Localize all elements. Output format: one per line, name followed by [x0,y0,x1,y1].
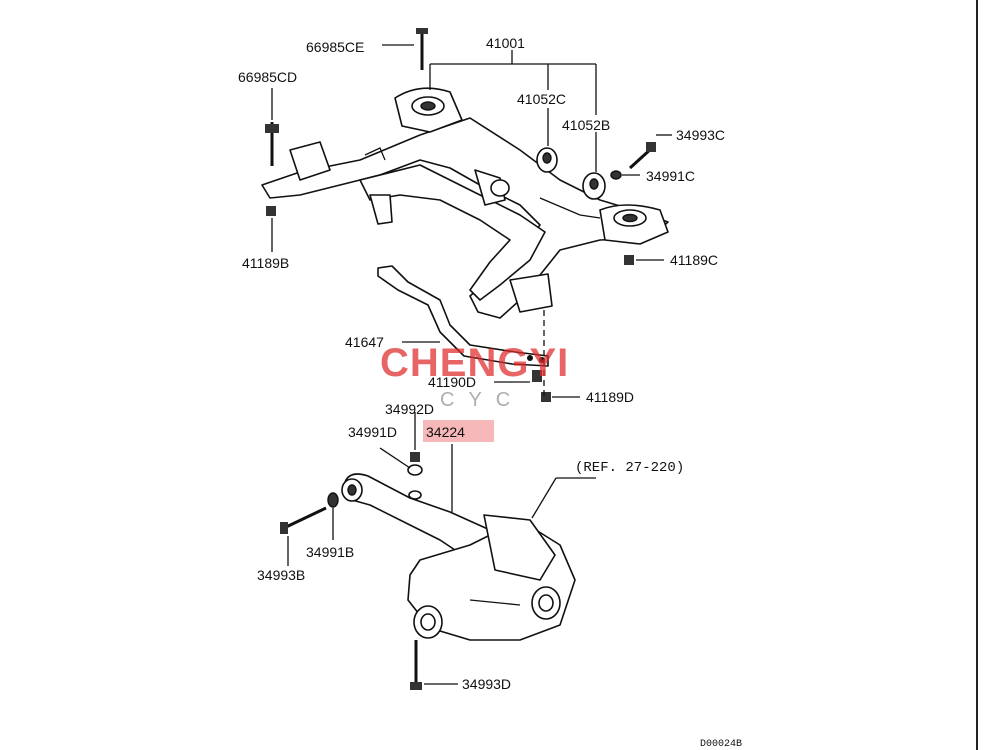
label-41189c: 41189C [670,252,718,268]
drawing-code: D00024B [700,739,742,750]
bushing-41052c[interactable] [536,147,558,173]
label-66985ce: 66985CE [306,39,364,55]
bushing-41052b[interactable] [582,172,606,200]
right-border-line [976,0,978,750]
label-34993d: 34993D [462,676,511,692]
label-66985cd: 66985CD [238,69,297,85]
watermark-sub: CYC [440,389,524,411]
label-41647: 41647 [345,334,384,350]
label-41052b: 41052B [562,117,610,133]
label-34991b: 34991B [306,544,354,560]
washer-34991b[interactable] [327,492,339,508]
bolt-41190d[interactable] [532,370,542,382]
part-labels: 41001 66985CE 66985CD 41052C 41052B 3499… [238,35,742,750]
bolt-34993d[interactable] [410,640,422,690]
label-41189d: 41189D [586,389,634,405]
label-34992d: 34992D [385,401,434,417]
label-34991d: 34991D [348,424,397,440]
differential-housing [407,514,576,641]
subframe-crossmember[interactable] [261,87,669,319]
label-41189b: 41189B [242,255,289,271]
label-41190d: 41190D [428,374,476,390]
leader-lines [271,44,672,685]
label-reference: (REF. 27-220) [575,460,684,476]
bolt-66985cd[interactable] [265,122,279,166]
nut-34992d[interactable] [410,452,420,462]
watermark: CHENGYI CYC [380,341,569,411]
label-34224: 34224 [426,424,465,440]
nut-41189b[interactable] [266,206,276,216]
label-34993c: 34993C [676,127,725,143]
washer-34991d[interactable] [407,464,423,476]
bolt-66985ce[interactable] [416,28,428,70]
stabilizer-bar-41647[interactable] [377,265,549,367]
nut-41189c[interactable] [624,255,634,265]
bolt-34993b[interactable] [280,506,327,534]
label-41001: 41001 [486,35,525,51]
washer-34991c[interactable] [610,170,622,180]
label-34993b: 34993B [257,567,305,583]
label-34991c: 34991C [646,168,695,184]
nut-41189d[interactable] [541,392,551,402]
watermark-brand: CHENGYI [380,341,569,385]
bolt-34993c[interactable] [628,142,656,170]
label-41052c: 41052C [517,91,566,107]
highlight-34224 [423,420,494,442]
